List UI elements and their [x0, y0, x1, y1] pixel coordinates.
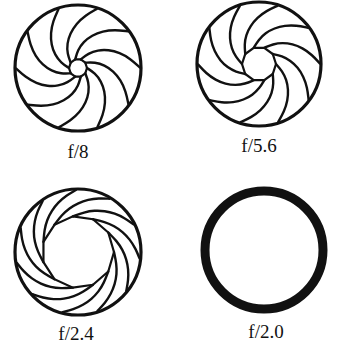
aperture-ring	[197, 2, 321, 126]
aperture-blade	[209, 28, 245, 74]
aperture-ring	[15, 5, 141, 131]
aperture-blade	[85, 63, 128, 105]
aperture-opening	[43, 216, 114, 287]
aperture-blade	[230, 6, 242, 64]
aperture-blade	[28, 77, 81, 106]
aperture-f2-4	[15, 189, 141, 315]
aperture-ring	[15, 189, 141, 315]
aperture-blade	[276, 64, 288, 122]
f-number-label: f/2.0	[248, 322, 283, 341]
aperture-blade	[81, 50, 140, 68]
aperture-f2-0	[205, 191, 323, 309]
aperture-opening	[242, 48, 276, 80]
aperture-ring	[205, 191, 323, 309]
f-number-label: f/8	[67, 142, 88, 161]
aperture-blade	[75, 30, 128, 59]
f-number-label: f/5.6	[241, 136, 276, 155]
f-number-label: f/2.4	[58, 324, 93, 343]
aperture-blade	[51, 9, 69, 68]
aperture-blade	[273, 54, 309, 100]
aperture-blade	[28, 32, 71, 74]
aperture-blade	[87, 68, 105, 127]
aperture-f8	[15, 5, 141, 131]
aperture-opening	[69, 59, 87, 76]
aperture-blade	[210, 80, 264, 102]
aperture-blade	[254, 26, 308, 48]
aperture-blade	[98, 252, 117, 311]
aperture-blade	[16, 68, 75, 86]
aperture-f5-6	[197, 2, 321, 126]
aperture-blade	[34, 201, 44, 262]
